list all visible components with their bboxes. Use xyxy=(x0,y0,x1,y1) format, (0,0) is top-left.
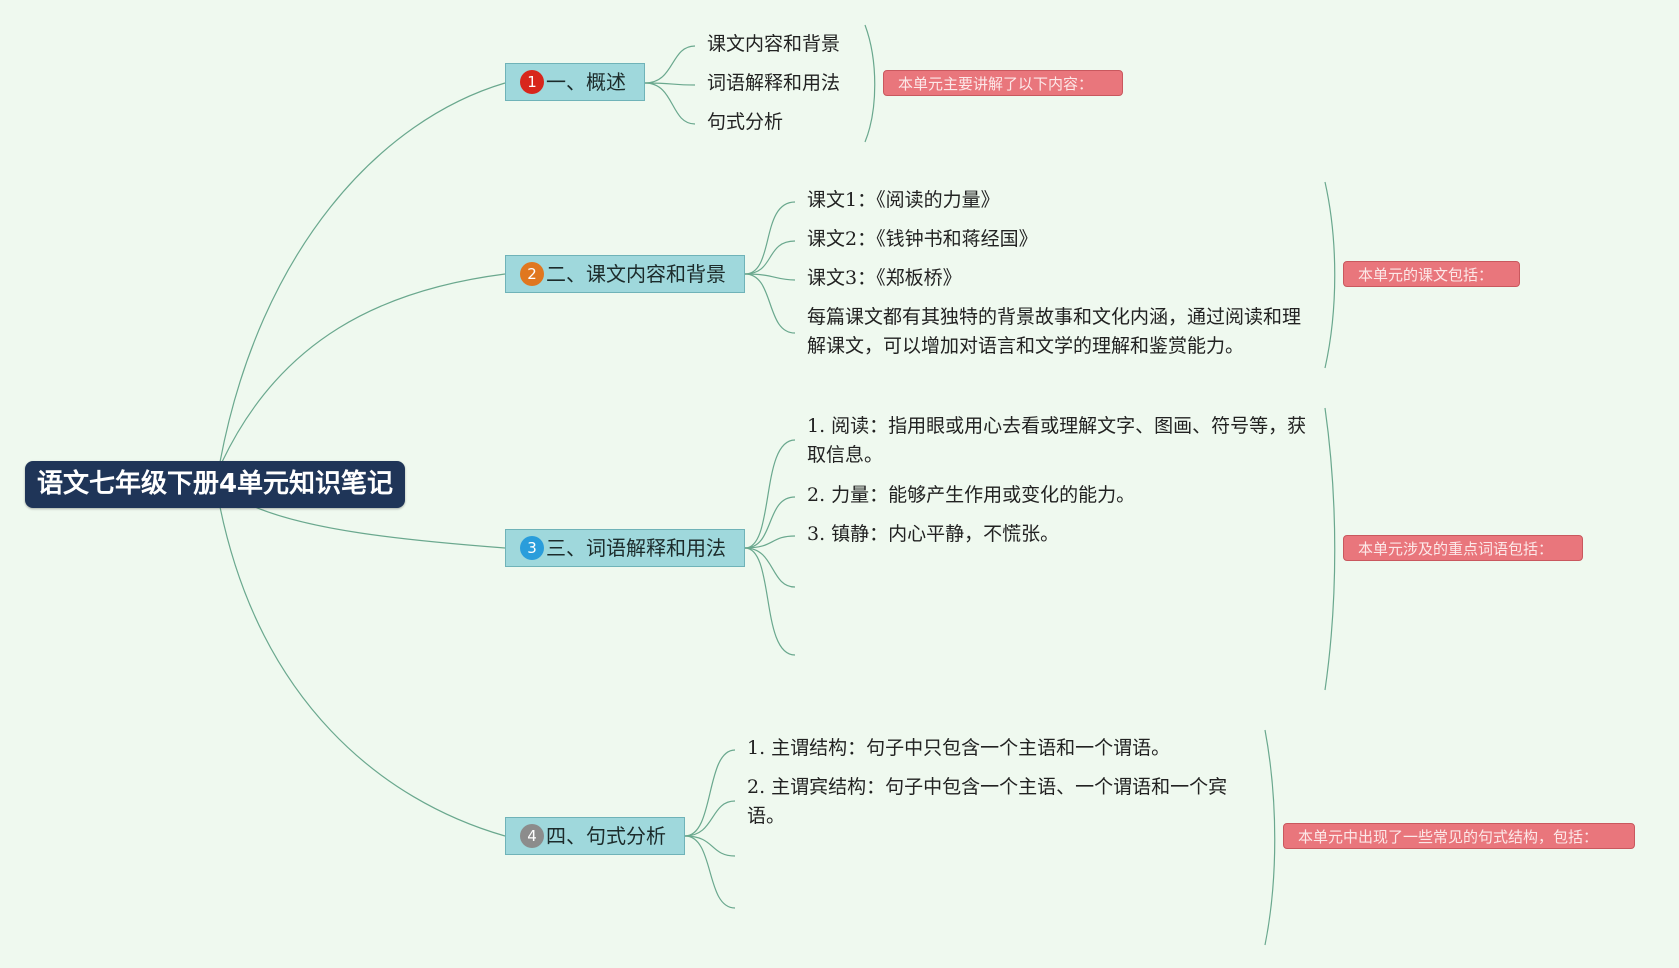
topic-label: 四、句式分析 xyxy=(546,824,666,848)
subtopic-item[interactable]: 1. 阅读：指用眼或用心去看或理解文字、图画、符号等，获取信息。 xyxy=(807,415,1307,466)
connector-root-topic-4 xyxy=(219,506,506,837)
connector-t2-c2 xyxy=(744,240,796,275)
root-topic[interactable]: 语文七年级下册4单元知识笔记 xyxy=(25,461,405,508)
topic-label: 二、课文内容和背景 xyxy=(546,262,726,286)
subtopic-item[interactable]: 课文内容和背景 xyxy=(707,33,841,55)
subtopic-item[interactable]: 课文2：《钱钟书和蒋经国》 xyxy=(807,228,1038,250)
connector-t2-c4 xyxy=(744,273,796,334)
connector-t1-c3 xyxy=(644,82,696,125)
summary-note[interactable]: 本单元涉及的重点词语包括： xyxy=(1343,535,1583,561)
subtopic-item[interactable]: 句式分析 xyxy=(707,111,784,133)
connector-root-topic-1 xyxy=(219,82,506,463)
connector-t2-c3 xyxy=(744,273,796,281)
topic-label: 一、概述 xyxy=(546,70,626,94)
summary-bracket-3 xyxy=(1324,407,1336,691)
subtopic-item[interactable]: 2. 主谓宾结构：句子中包含一个主语、一个谓语和一个宾语。 xyxy=(747,776,1228,827)
summary-bracket-1 xyxy=(864,24,876,143)
connector-t4-c2 xyxy=(684,800,736,837)
subtopic-item[interactable]: 词语解释和用法 xyxy=(707,72,841,94)
topic-overview[interactable]: 1 一、概述 xyxy=(505,63,645,101)
connector-t3-c4 xyxy=(744,547,796,588)
subtopic-item[interactable]: 课文3：《郑板桥》 xyxy=(807,267,962,289)
connector-t1-c2 xyxy=(644,82,696,86)
connector-t1-c1 xyxy=(644,45,696,84)
summary-note[interactable]: 本单元主要讲解了以下内容： xyxy=(883,70,1123,96)
connector-t3-c3 xyxy=(744,535,796,549)
topic-vocabulary[interactable]: 3 三、词语解释和用法 xyxy=(505,529,745,567)
connector-root-topic-3 xyxy=(254,506,506,549)
badge-number-1: 1 xyxy=(520,70,544,94)
connector-t3-c1 xyxy=(744,439,796,549)
connector-t4-c4 xyxy=(684,835,736,909)
connector-t3-c5 xyxy=(744,547,796,656)
connector-t4-c3 xyxy=(684,835,736,857)
summary-bracket-4 xyxy=(1264,729,1276,946)
connector-t3-c2 xyxy=(744,496,796,549)
subtopic-item[interactable]: 2. 力量：能够产生作用或变化的能力。 xyxy=(807,484,1136,506)
subtopic-item[interactable]: 1. 主谓结构：句子中只包含一个主语和一个谓语。 xyxy=(747,737,1171,759)
badge-number-2: 2 xyxy=(520,262,544,286)
connector-t4-c1 xyxy=(684,749,736,837)
summary-note[interactable]: 本单元中出现了一些常见的句式结构，包括： xyxy=(1283,823,1635,849)
summary-note[interactable]: 本单元的课文包括： xyxy=(1343,261,1520,287)
connector-t2-c1 xyxy=(744,201,796,275)
subtopic-item[interactable]: 3. 镇静：内心平静，不慌张。 xyxy=(807,523,1060,545)
badge-number-3: 3 xyxy=(520,536,544,560)
summary-bracket-2 xyxy=(1324,181,1336,369)
subtopic-item[interactable]: 每篇课文都有其独特的背景故事和文化内涵，通过阅读和理解课文，可以增加对语言和文学… xyxy=(807,306,1302,357)
topic-content-background[interactable]: 2 二、课文内容和背景 xyxy=(505,255,745,293)
topic-sentence-analysis[interactable]: 4 四、句式分析 xyxy=(505,817,685,855)
topic-label: 三、词语解释和用法 xyxy=(546,536,726,560)
subtopic-item[interactable]: 课文1：《阅读的力量》 xyxy=(807,189,1000,211)
badge-number-4: 4 xyxy=(520,824,544,848)
connector-root-topic-2 xyxy=(221,273,506,463)
